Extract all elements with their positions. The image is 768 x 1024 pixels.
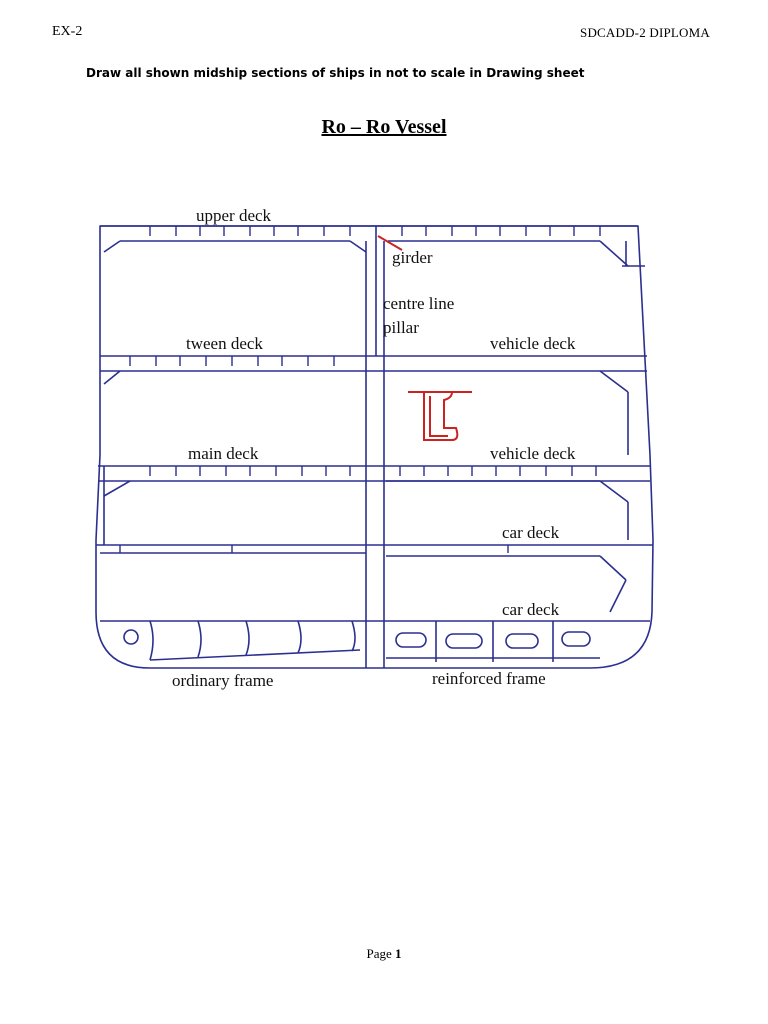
label-vehicle-deck-upper: vehicle deck — [490, 334, 576, 353]
label-car-deck-upper: car deck — [502, 523, 560, 542]
girder-detail — [377, 235, 472, 441]
label-vehicle-deck-lower: vehicle deck — [490, 444, 576, 463]
drawing-labels: upper deck girder centre line pillar twe… — [172, 206, 576, 690]
doc-code: EX-2 — [52, 24, 83, 39]
label-main-deck: main deck — [188, 444, 259, 463]
course-name: SDCADD-2 DIPLOMA — [580, 25, 710, 40]
instruction-text: Draw all shown midship sections of ships… — [86, 66, 585, 80]
label-car-deck-lower: car deck — [502, 600, 560, 619]
label-upper-deck: upper deck — [196, 206, 272, 225]
label-pillar: pillar — [383, 318, 419, 337]
label-girder: girder — [392, 248, 433, 267]
label-reinforced-frame: reinforced frame — [432, 669, 546, 688]
label-centre-line: centre line — [383, 294, 454, 313]
page-title: Ro – Ro Vessel — [321, 116, 447, 138]
label-tween-deck: tween deck — [186, 334, 263, 353]
page-label: Page — [366, 946, 392, 961]
stiffener-ticks — [119, 226, 601, 553]
label-ordinary-frame: ordinary frame — [172, 671, 273, 690]
page-footer: Page 1 — [0, 946, 768, 962]
hull-structure — [95, 225, 654, 669]
page-number: 1 — [395, 946, 402, 961]
